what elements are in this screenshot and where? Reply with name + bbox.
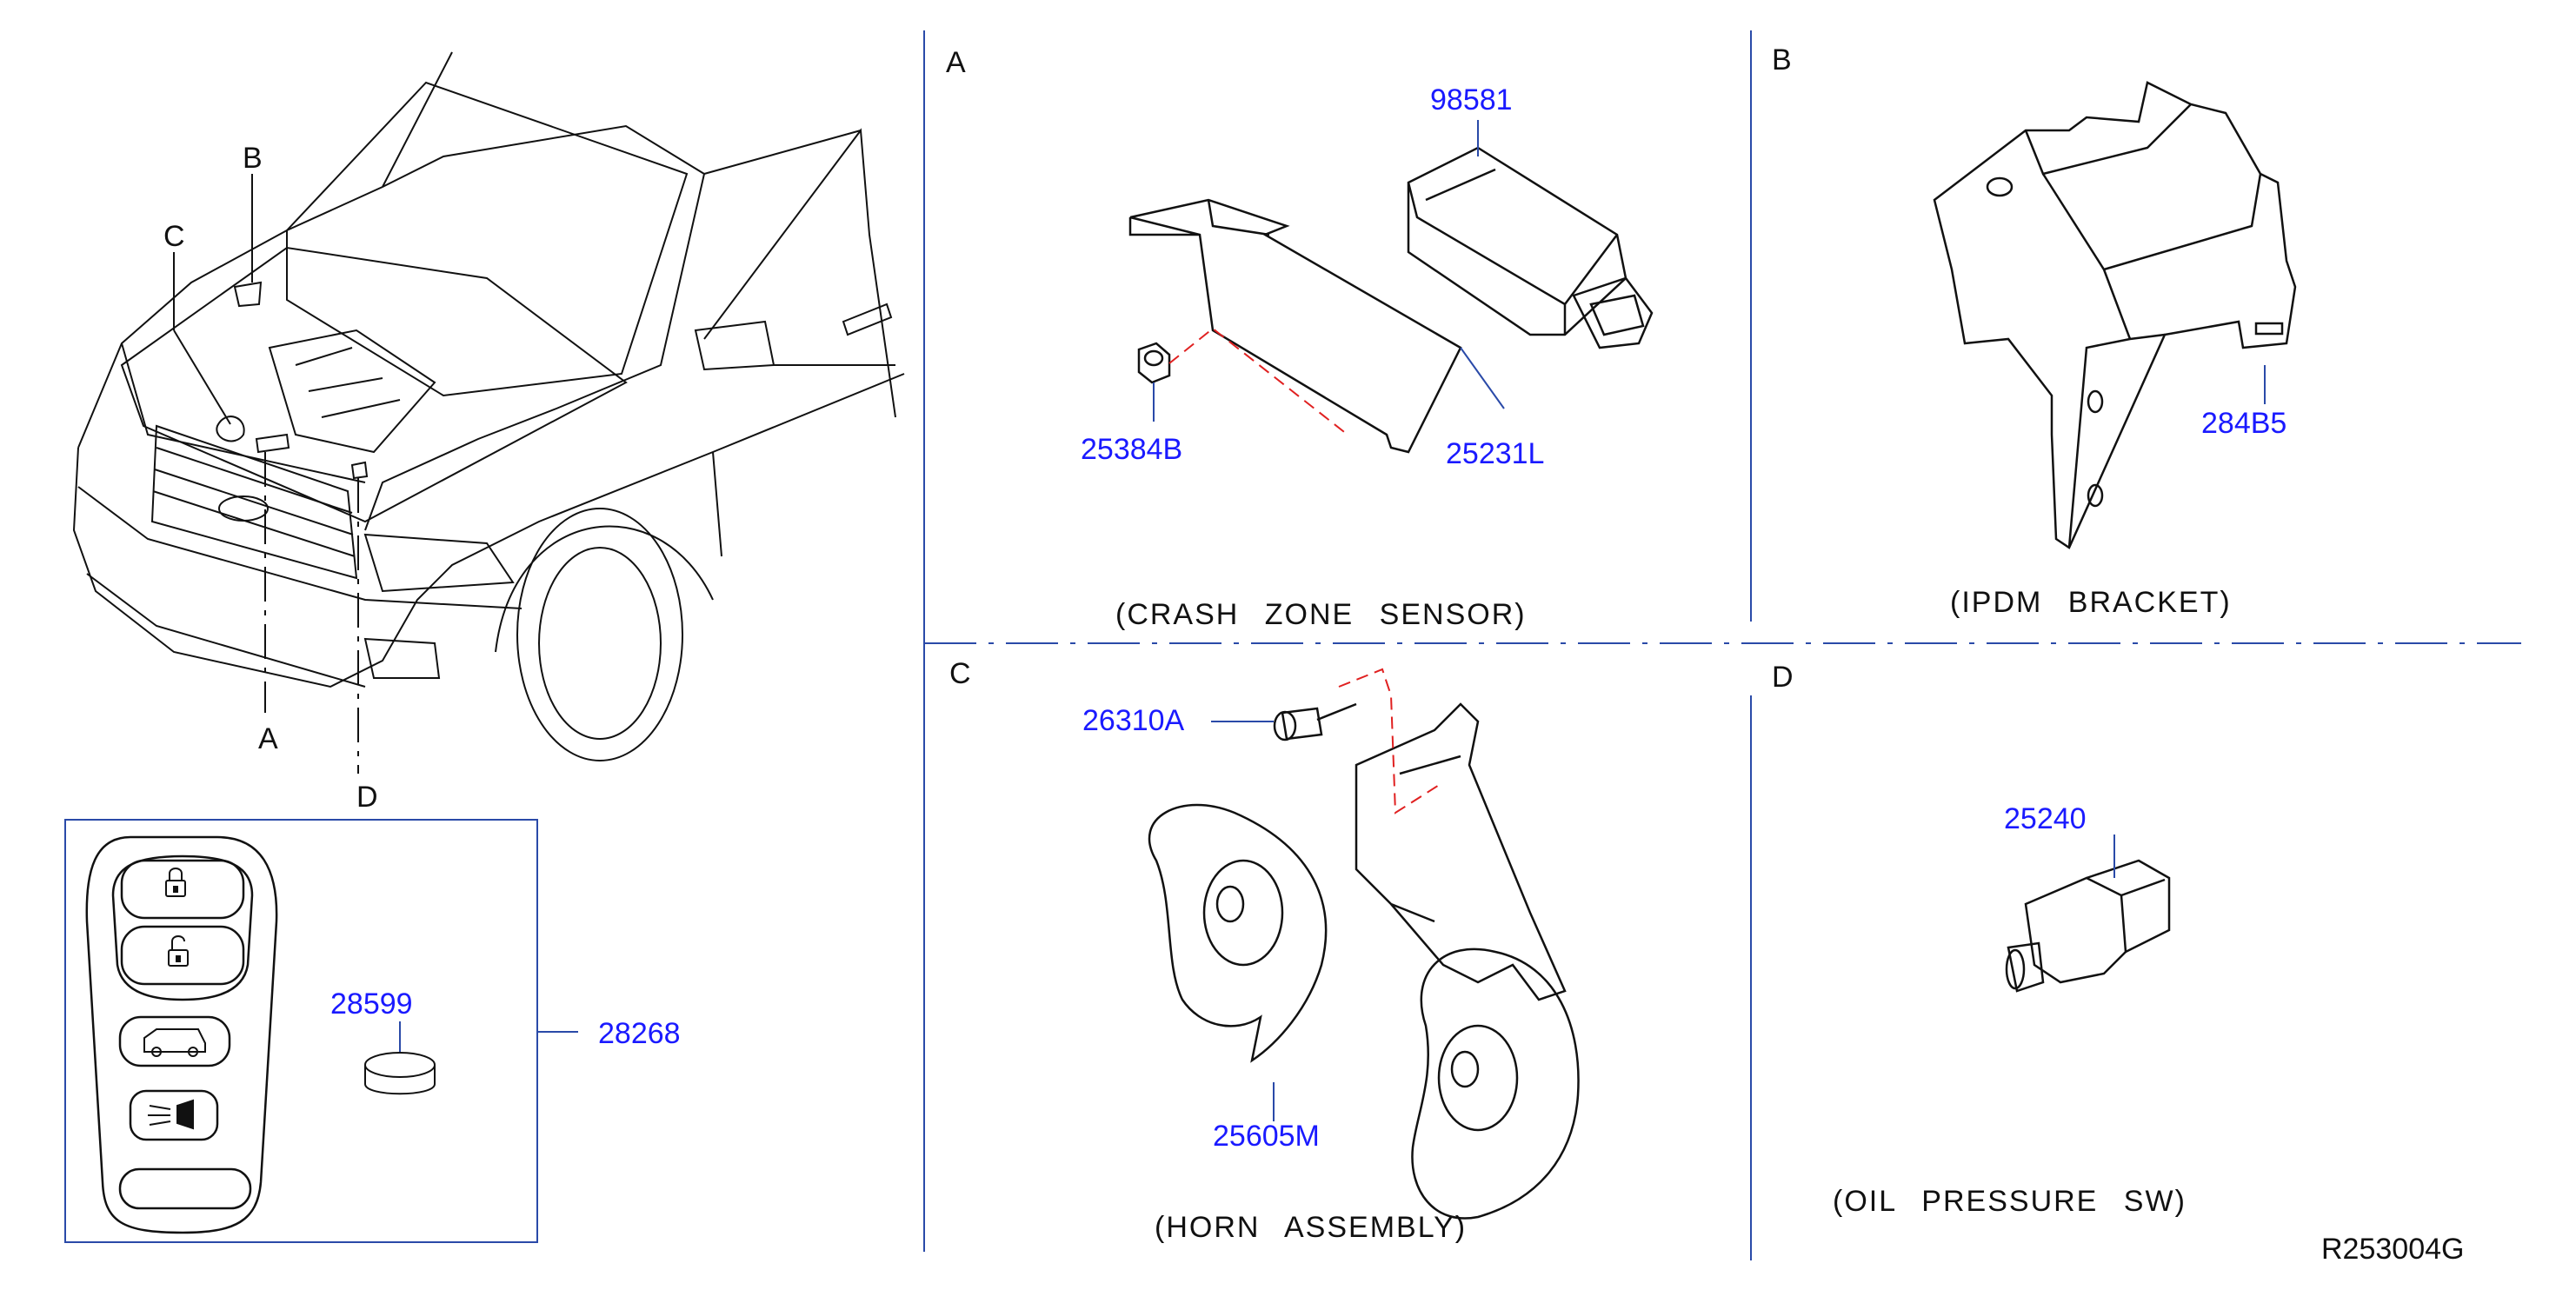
- component-oil-switch: [350, 461, 369, 480]
- grille: [150, 424, 358, 580]
- part-number-oil-switch[interactable]: 25240: [2004, 802, 2087, 835]
- section-label-b: B: [1772, 43, 1792, 76]
- ipdm-hole-top: [1986, 176, 2014, 197]
- part-number-nut[interactable]: 25384B: [1081, 433, 1183, 466]
- sensor-bracket: [1128, 198, 1462, 454]
- ipdm-slot: [2254, 322, 2284, 336]
- oil-switch-body: [2024, 876, 2127, 984]
- section-label-c: C: [949, 657, 971, 690]
- keyfob-shell: [85, 835, 278, 1234]
- ipdm-bracket-fold: [2024, 103, 2262, 549]
- caption-crash-zone-sensor: (CRASH ZONE SENSOR): [1115, 598, 1527, 631]
- vehicle-callout-d: D: [356, 781, 378, 814]
- caption-horn-assembly: (HORN ASSEMBLY): [1155, 1211, 1468, 1244]
- door: [703, 128, 896, 418]
- section-label-d: D: [1772, 661, 1794, 694]
- door-handle: [842, 303, 893, 336]
- part-number-sensor[interactable]: 98581: [1430, 83, 1513, 116]
- keyfob-box: [64, 819, 538, 1243]
- keyfob-icons: [143, 868, 206, 1130]
- oil-switch-hex: [2086, 859, 2171, 954]
- section-label-a: A: [946, 46, 966, 79]
- unlock-button[interactable]: [120, 925, 245, 986]
- vehicle-icon: [143, 1028, 206, 1057]
- horn-left-center: [1215, 885, 1245, 923]
- sensor-module: [1407, 146, 1627, 336]
- part-number-keyfob[interactable]: 28268: [598, 1017, 681, 1050]
- bumper: [77, 486, 523, 688]
- engine-cover: [268, 329, 436, 454]
- ipdm-bracket-drawing: [1933, 81, 2297, 549]
- component-horn: [216, 416, 245, 442]
- fog-lamp: [363, 637, 441, 679]
- front-wheel-inner: [538, 547, 662, 740]
- panic-lamp-icon: [148, 1099, 194, 1130]
- oil-switch-thread: [2007, 941, 2045, 993]
- lock-icon: [165, 868, 186, 897]
- windshield: [286, 81, 689, 397]
- part-number-sensor-bracket[interactable]: 25231L: [1446, 437, 1545, 470]
- crash-sensor-leaders: [1153, 120, 1505, 422]
- leader-25231l: [1460, 347, 1505, 409]
- wheel-arch: [495, 525, 714, 653]
- vehicle-callout-b: B: [243, 142, 263, 175]
- keyfob-drawing: [85, 835, 278, 1234]
- part-number-bolt[interactable]: 26310A: [1082, 704, 1185, 737]
- part-number-battery[interactable]: 28599: [330, 987, 413, 1021]
- ipdm-hole-mid: [2087, 389, 2104, 414]
- grille-emblem: [218, 495, 269, 522]
- component-crash-sensor: [255, 433, 290, 454]
- phantom-line-bolt: [1338, 668, 1444, 815]
- keyfob-bottom-slot: [118, 1167, 252, 1210]
- component-ipdm: [233, 281, 263, 308]
- part-number-ipdm-bracket[interactable]: 284B5: [2201, 407, 2287, 440]
- nut: [1137, 342, 1171, 384]
- horn-right-diaphragm: [1437, 1024, 1519, 1132]
- horn-leaders: [1211, 721, 1275, 1121]
- vehicle-callout-c: C: [163, 220, 185, 253]
- horn-left-diaphragm: [1202, 859, 1284, 967]
- part-number-horn[interactable]: 25605M: [1213, 1120, 1320, 1153]
- headlamp: [363, 533, 515, 593]
- hood: [120, 246, 628, 523]
- horn-bracket: [1355, 702, 1567, 1001]
- oil-switch-drawing: [2005, 859, 2171, 993]
- panic-button[interactable]: [129, 1089, 219, 1141]
- keyfob-leaders: [399, 1021, 578, 1052]
- horn-right-center: [1450, 1050, 1480, 1088]
- horn-drawing: [1148, 702, 1580, 1220]
- phantom-line-nut: [1168, 327, 1348, 436]
- vehicle-body-outline: [72, 51, 905, 688]
- horn-right-body: [1411, 948, 1580, 1220]
- side-mirror: [694, 320, 775, 371]
- diagram-code: R253004G: [2321, 1233, 2465, 1266]
- vehicle-front-view: [72, 51, 905, 761]
- lock-button[interactable]: [120, 859, 245, 920]
- keyfob-button-group: [111, 854, 254, 1001]
- battery-coin: [364, 1052, 436, 1095]
- sensor-connector: [1572, 276, 1654, 349]
- horn-phantom: [1338, 668, 1444, 815]
- liftgate-button[interactable]: [118, 1015, 231, 1067]
- vehicle-callout-a: A: [258, 722, 278, 755]
- caption-oil-pressure-sw: (OIL PRESSURE SW): [1833, 1185, 2187, 1218]
- crash-sensor-drawing: [1128, 146, 1654, 454]
- horn-left-body: [1148, 803, 1328, 1063]
- leader-c-diag: [173, 329, 231, 425]
- crash-sensor-phantom: [1168, 327, 1348, 436]
- vehicle-leaders: [173, 174, 359, 774]
- caption-ipdm-bracket: (IPDM BRACKET): [1950, 586, 2232, 619]
- horn-bolt: [1281, 702, 1357, 741]
- front-wheel: [516, 508, 683, 761]
- ipdm-hole-low: [2087, 483, 2104, 508]
- unlock-icon: [168, 935, 189, 967]
- ipdm-bracket: [1933, 81, 2297, 549]
